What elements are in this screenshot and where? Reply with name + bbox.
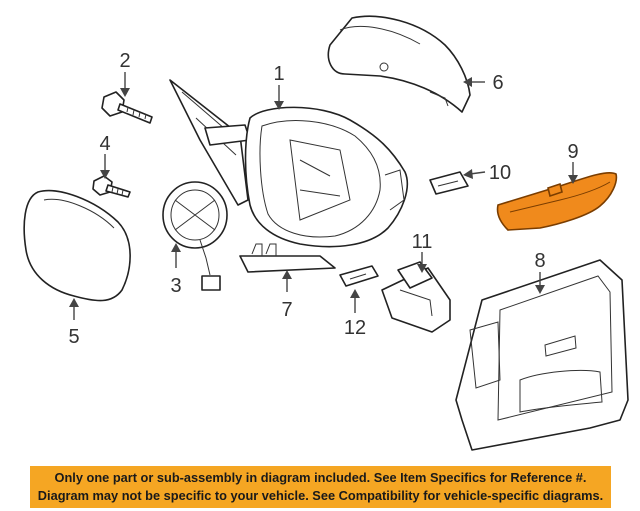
clip-part xyxy=(339,265,379,287)
callout-2: 2 xyxy=(119,50,130,72)
mirror-motor-part xyxy=(162,181,228,291)
disclaimer-line-1: Only one part or sub-assembly in diagram… xyxy=(54,470,587,485)
callout-9: 9 xyxy=(567,141,578,163)
mirror-glass-part xyxy=(23,189,131,302)
bolt-part xyxy=(101,91,153,124)
screw-part xyxy=(92,175,131,198)
turn-signal-lamp-part xyxy=(496,171,618,231)
callout-1: 1 xyxy=(273,63,284,85)
parts-diagram: 1 2 3 4 5 6 7 8 9 10 11 12 xyxy=(23,15,629,451)
callout-4: 4 xyxy=(99,133,110,155)
mirror-cover-part xyxy=(327,15,471,113)
disclaimer-banner: Only one part or sub-assembly in diagram… xyxy=(30,466,611,508)
callout-8: 8 xyxy=(534,250,545,272)
callout-5: 5 xyxy=(68,326,79,348)
callout-6: 6 xyxy=(492,72,503,94)
callout-12: 12 xyxy=(344,317,366,339)
bulb-part xyxy=(429,171,469,195)
mirror-housing-part xyxy=(169,79,409,248)
puddle-lamp-part xyxy=(381,261,451,333)
control-module-part xyxy=(455,259,629,451)
callout-7: 7 xyxy=(281,299,292,321)
lens-part xyxy=(239,243,336,273)
callout-3: 3 xyxy=(170,275,181,297)
callout-10: 10 xyxy=(489,162,511,184)
callout-11: 11 xyxy=(412,231,433,253)
leader-lines xyxy=(69,72,578,320)
disclaimer-line-2: Diagram may not be specific to your vehi… xyxy=(37,488,604,503)
